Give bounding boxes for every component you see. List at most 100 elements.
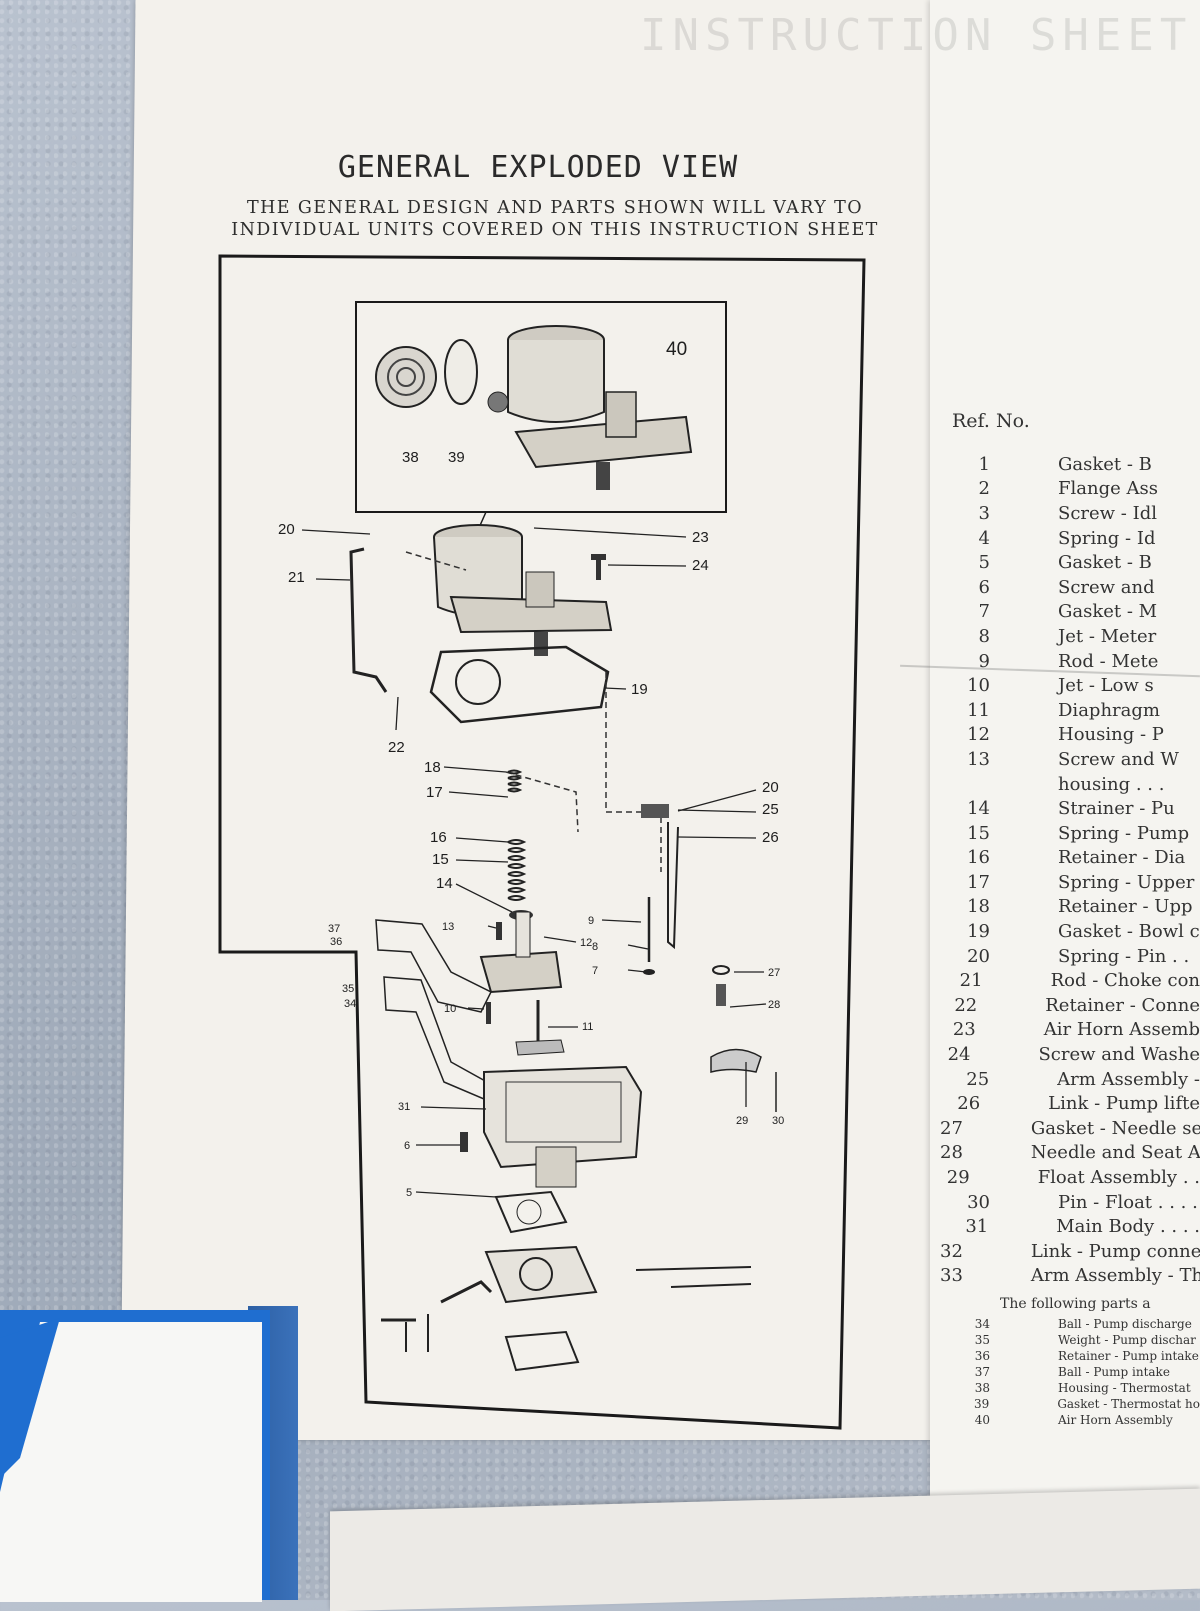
callout-30: 30 <box>772 1115 784 1127</box>
ref-number: 4 <box>978 527 990 549</box>
ref-part-name: Strainer - Pu <box>1058 798 1175 820</box>
ref-number: 19 <box>967 921 990 943</box>
air-horn-assembly-inset-drawing <box>487 325 693 490</box>
ref-row: 32 Link - Pump connec <box>940 1239 1200 1264</box>
callout-5: 5 <box>406 1187 412 1199</box>
callout-14: 14 <box>436 875 453 892</box>
callout-40: 40 <box>666 339 687 360</box>
upper-spring-drawing <box>507 769 523 793</box>
ref-part-name: Rod - Choke con <box>1050 970 1200 992</box>
ref-part-name: Link - Pump connec <box>1030 1240 1200 1262</box>
ref-number: 12 <box>967 724 990 746</box>
ref-part-name: Jet - Low s <box>1058 675 1154 697</box>
ref-number: 5 <box>978 552 990 574</box>
ref-part-name: Rod - Mete <box>1058 650 1159 672</box>
arm-assembly-drawing <box>641 804 669 818</box>
subtitle-line-1: THE GENERAL DESIGN AND PARTS SHOWN WILL … <box>247 198 863 218</box>
callout-8: 8 <box>592 941 598 953</box>
ref-number: 3 <box>978 502 990 524</box>
subtitle-line-2: INDIVIDUAL UNITS COVERED ON THIS INSTRUC… <box>231 220 879 240</box>
instruction-sheet-right-panel <box>930 0 1200 1580</box>
callout-6: 6 <box>404 1140 410 1152</box>
ref-number: 37 <box>974 1365 990 1380</box>
ref-part-name: Retainer - Dia <box>1058 847 1186 869</box>
metering-jet-drawing <box>643 969 655 975</box>
ref-number: 33 <box>940 1265 963 1287</box>
pump-spring-drawing <box>507 839 527 901</box>
body-screw-drawing <box>460 1132 468 1152</box>
idle-screw-drawing <box>381 1314 429 1352</box>
callout-23: 23 <box>692 529 709 546</box>
callout-7: 7 <box>592 965 598 977</box>
callout-12: 12 <box>580 937 592 949</box>
ref-part-name: Float Assembly . . <box>1037 1167 1200 1189</box>
flange-assembly-drawing <box>440 1245 752 1304</box>
ref-part-name: Pin - Float . . . . <box>1058 1191 1198 1213</box>
flange-gasket-drawing <box>504 1330 580 1372</box>
housing-screw-drawing <box>496 922 502 940</box>
ref-part-name: Ball - Pump intake <box>1058 1365 1170 1380</box>
ref-part-name: Arm Assembly - <box>1057 1068 1200 1090</box>
ref-number: 25 <box>966 1068 990 1090</box>
callout-28: 28 <box>768 999 780 1011</box>
ref-part-name: Weight - Pump dischar <box>1058 1333 1196 1348</box>
ref-number: 1 <box>978 453 990 475</box>
ref-part-name: Air Horn Assemb <box>1043 1019 1200 1041</box>
callout-36: 36 <box>330 936 342 948</box>
ref-number: 20 <box>967 945 990 967</box>
ref-row: 25 Arm Assembly - <box>940 1067 1200 1092</box>
ref-part-name: Screw and Washe <box>1038 1044 1200 1066</box>
low-speed-jet-drawing <box>486 1002 491 1024</box>
callout-29: 29 <box>736 1115 748 1127</box>
ref-part-name: Spring - Upper <box>1058 871 1195 893</box>
ref-row: housing . . . <box>940 772 1200 797</box>
callout-31: 31 <box>398 1101 410 1113</box>
faint-show-through-title: INSTRUCTION SHEET <box>640 10 1193 61</box>
ref-part-name: Gasket - B <box>1058 552 1152 574</box>
guide-line <box>605 672 662 872</box>
ref-part-name: housing . . . <box>1058 773 1165 795</box>
ref-part-name: Gasket - B <box>1058 453 1152 475</box>
ref-number: 34 <box>974 1317 990 1332</box>
callout-18: 18 <box>424 759 441 776</box>
ref-part-name: Retainer - Pump intake <box>1058 1349 1199 1364</box>
ref-number: 35 <box>974 1333 990 1348</box>
callout-10: 10 <box>444 1003 456 1015</box>
callout-leaders <box>301 527 767 1198</box>
ref-number: 14 <box>967 798 990 820</box>
ref-part-name: Spring - Id <box>1058 527 1156 549</box>
bowl-cover-gasket-drawing <box>429 645 610 724</box>
exploded-view-diagram: 40 38 39 20 21 23 24 19 22 18 17 20 25 2… <box>216 252 868 1432</box>
throttle-arm-plate-drawing <box>383 976 497 1104</box>
ref-number: 38 <box>974 1381 990 1396</box>
ref-row: 4 Spring - Id <box>940 526 1200 551</box>
thermostat-gasket-drawing <box>444 339 478 405</box>
pump-lifter-link-drawing <box>667 822 679 950</box>
callout-20a: 20 <box>278 521 295 538</box>
callout-25: 25 <box>762 801 779 818</box>
ref-part-name: Retainer - Conne <box>1045 994 1200 1016</box>
callout-16: 16 <box>430 829 447 846</box>
inset-box <box>355 301 727 513</box>
ref-part-name: Gasket - Thermostat ho <box>1057 1397 1200 1412</box>
ref-number: 32 <box>940 1240 963 1262</box>
